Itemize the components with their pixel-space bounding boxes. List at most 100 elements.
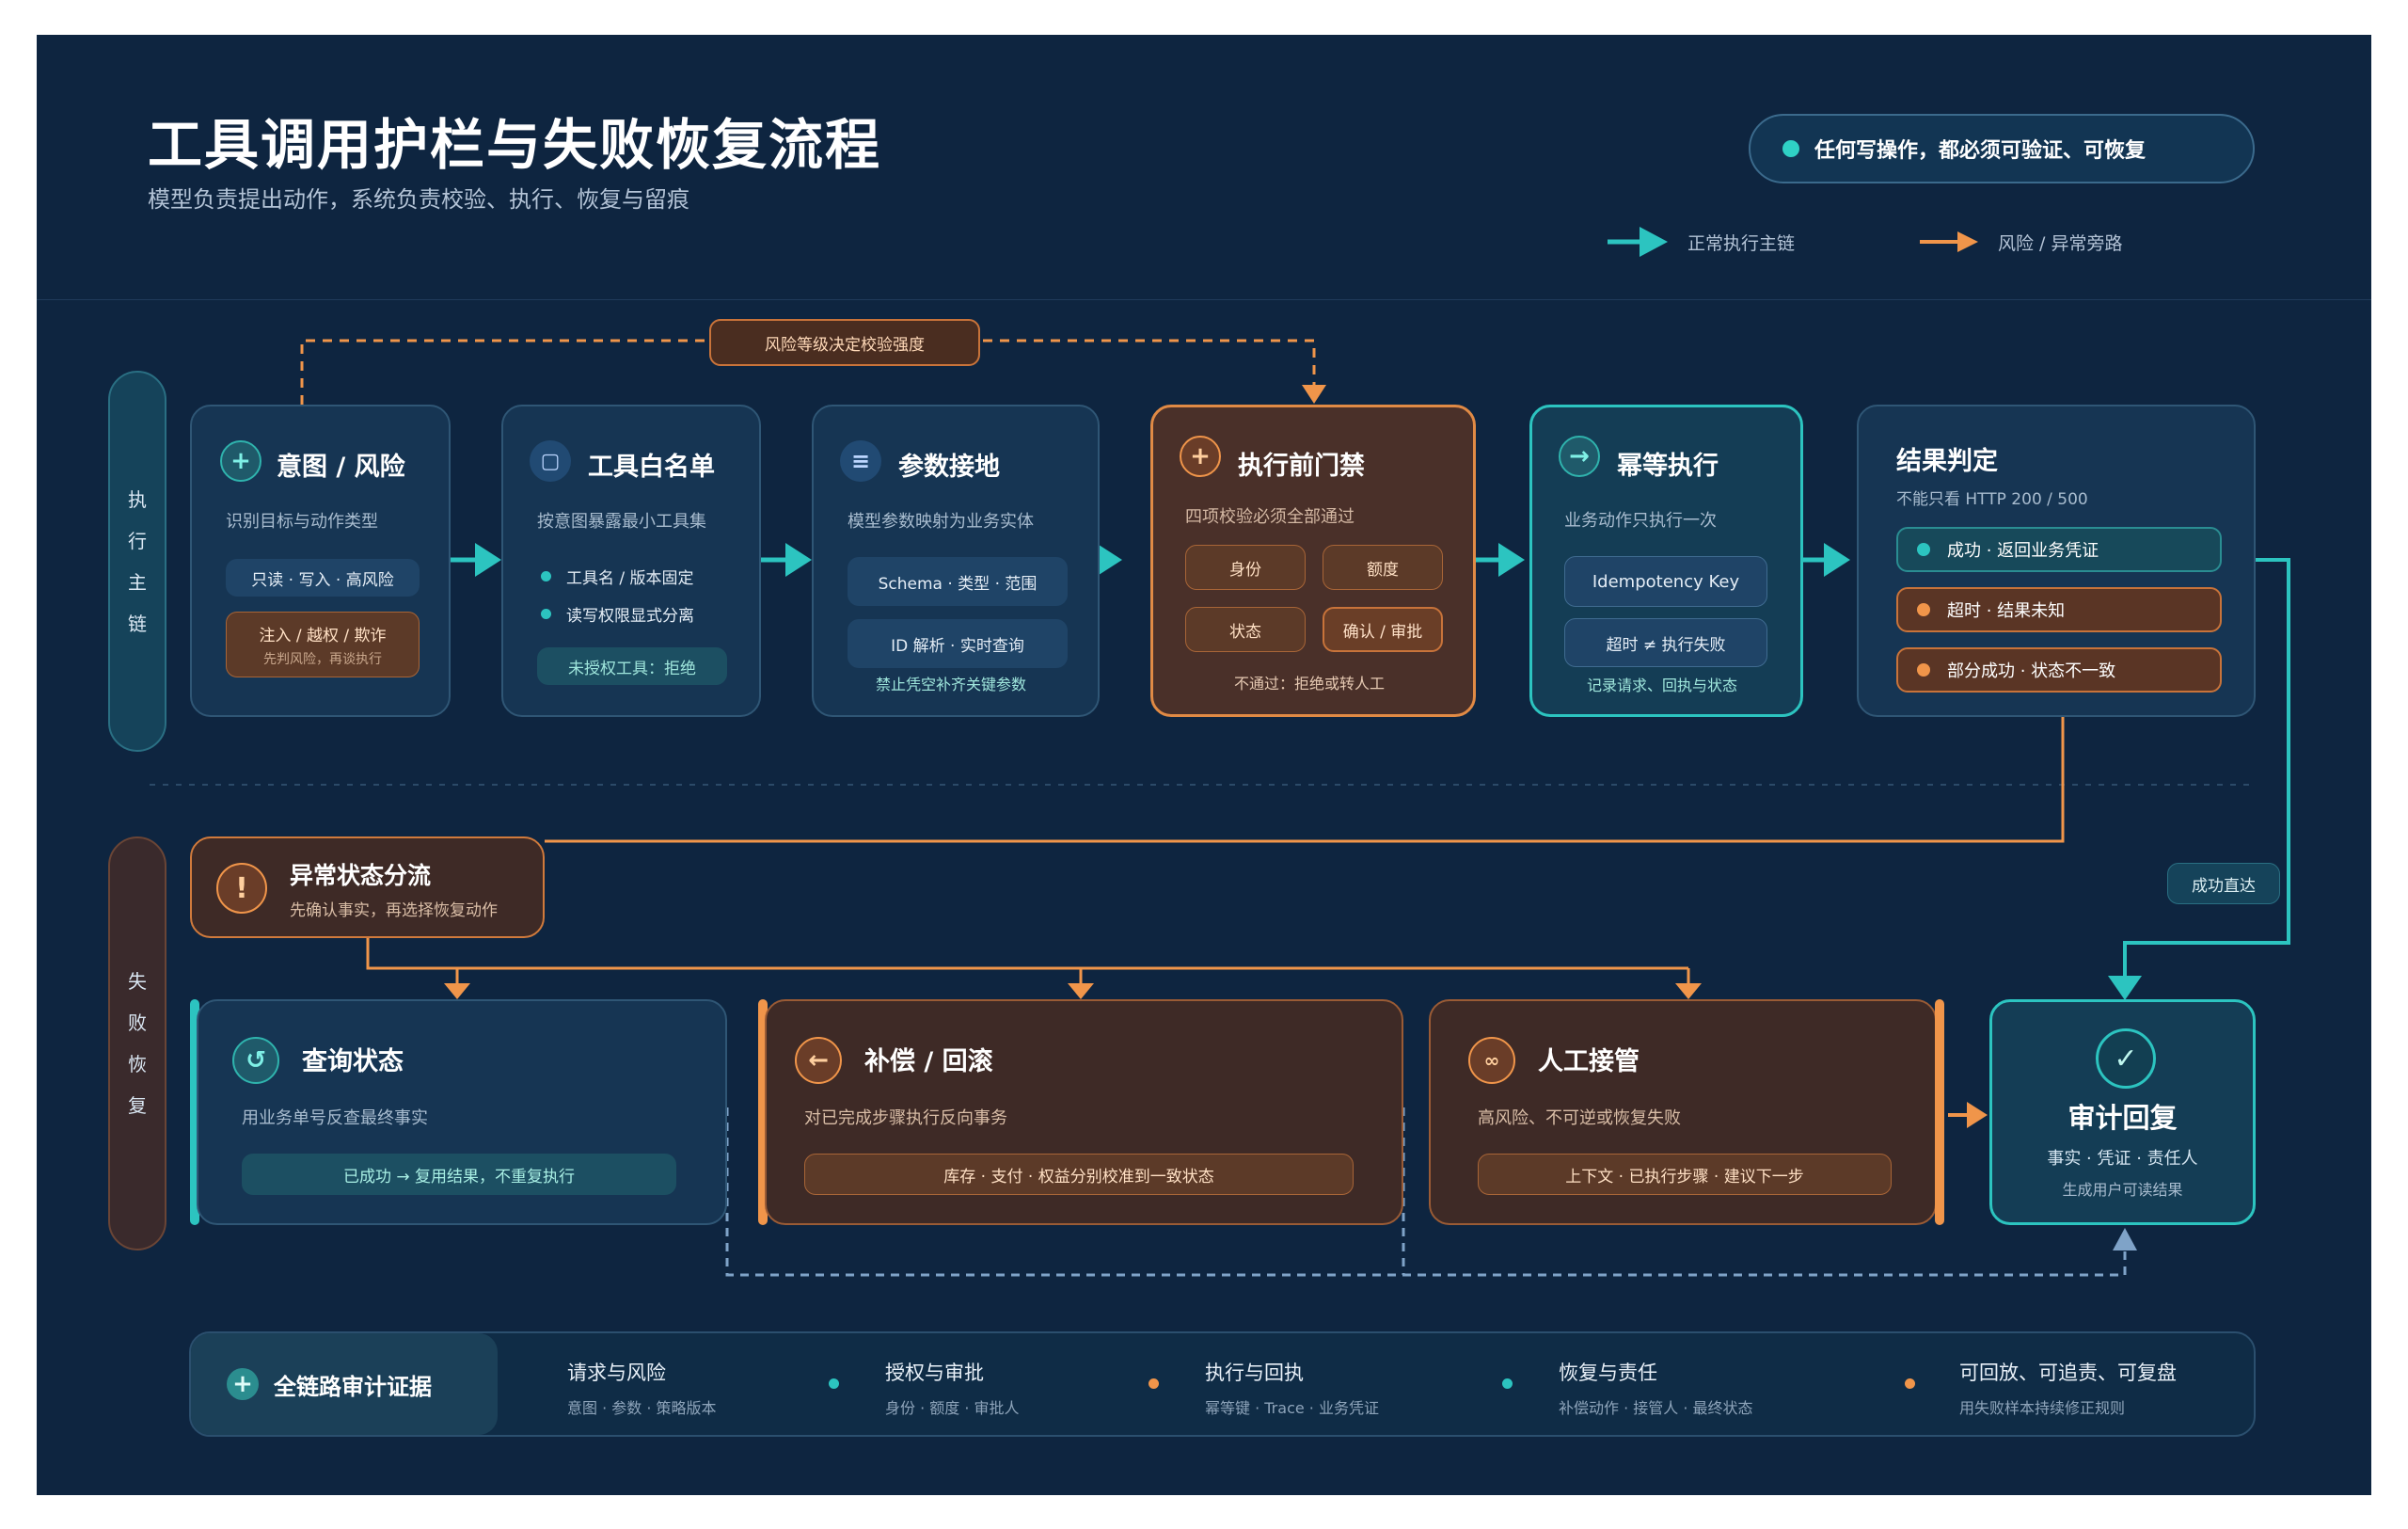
footer-dot [829,1378,839,1389]
diagram-canvas: 工具调用护栏与失败恢复流程 模型负责提出动作，系统负责校验、执行、恢复与留痕 任… [37,35,2371,1495]
card-title: 执行前门禁 [1238,452,1365,481]
plus-icon: + [220,440,261,482]
alert-icon: ! [216,863,267,914]
card-idempotent-exec[interactable]: → 幂等执行 业务动作只执行一次 Idempotency Key 超时 ≠ 执行… [1529,405,1803,717]
card-title: 人工接管 [1538,1047,1640,1076]
idempotent-note: 记录请求、回执与状态 [1587,677,1738,694]
audit-evidence-footer: + 全链路审计证据 请求与风险 意图 · 参数 · 策略版本 授权与审批 身份 … [189,1331,2256,1437]
check-quota: 额度 [1323,545,1443,590]
card-title: 补偿 / 回滚 [864,1047,993,1076]
gate-fail-note: 不通过：拒绝或转人工 [1234,675,1386,693]
band-main-char: 行 [128,529,147,552]
list-icon: ≡ [840,440,881,482]
query-result-chip: 已成功 → 复用结果，不重复执行 [242,1154,676,1195]
footer-col-sub: 意图 · 参数 · 策略版本 [567,1399,717,1417]
card-title: 工具白名单 [588,453,715,482]
result-partial-row: 部分成功 · 状态不一致 [1896,647,2222,693]
page-subtitle: 模型负责提出动作，系统负责校验、执行、恢复与留痕 [148,186,689,213]
card-audit-reply[interactable]: ✓ 审计回复 事实 · 凭证 · 责任人 生成用户可读结果 [1989,999,2256,1225]
arrow-left-icon: ← [795,1037,842,1084]
risk-level-note: 风险等级决定校验强度 [709,319,980,366]
whitelist-item: 工具名 / 版本固定 [541,565,694,588]
card-param-grounding[interactable]: ≡ 参数接地 模型参数映射为业务实体 Schema · 类型 · 范围 ID 解… [812,405,1100,717]
unauthorized-tool-chip: 未授权工具：拒绝 [537,647,727,685]
band-main-char: 链 [128,612,147,635]
card-subtitle: 识别目标与动作类型 [226,512,378,532]
footer-col-title: 请求与风险 [567,1362,666,1384]
card-compensate-rollback[interactable]: ← 补偿 / 回滚 对已完成步骤执行反向事务 库存 · 支付 · 权益分别校准到… [765,999,1403,1225]
card-title: 查询状态 [302,1047,404,1076]
action-type-chip: 只读 · 写入 · 高风险 [226,559,420,597]
band-failure-recovery: 失 败 恢 复 [108,836,166,1250]
card-title: 参数接地 [898,453,1000,482]
clipboard-icon: ▢ [530,440,571,482]
footer-col-title: 恢复与责任 [1559,1362,1657,1384]
card-subtitle: 业务动作只执行一次 [1564,511,1717,531]
check-icon: ✓ [2096,1028,2156,1089]
card-subtitle: 按意图暴露最小工具集 [537,512,706,532]
card-tool-whitelist[interactable]: ▢ 工具白名单 按意图暴露最小工具集 工具名 / 版本固定 读写权限显式分离 未… [501,405,761,717]
principle-text: 任何写操作，都必须可验证、可恢复 [1814,139,2147,163]
warning-subtext: 先判风险，再谈执行 [263,651,382,667]
card-title: 幂等执行 [1617,452,1719,481]
footer-col-title: 可回放、可追责、可复盘 [1959,1362,2177,1384]
connector-layer [150,339,2290,1277]
footer-dot [1149,1378,1159,1389]
card-exception-triage[interactable]: ! 异常状态分流 先确认事实，再选择恢复动作 [190,836,545,938]
card-subtitle: 不能只看 HTTP 200 / 500 [1896,490,2088,509]
page-title: 工具调用护栏与失败恢复流程 [148,113,882,177]
band-failure-char: 恢 [128,1053,147,1075]
principle-badge: 任何写操作，都必须可验证、可恢复 [1749,114,2255,183]
card-subtitle: 先确认事实，再选择恢复动作 [290,901,498,920]
warning-text: 注入 / 越权 / 欺诈 [259,626,387,645]
card-pre-exec-gate[interactable]: + 执行前门禁 四项校验必须全部通过 身份 额度 状态 确认 / 审批 不通过：… [1150,405,1476,717]
card-title: 审计回复 [2067,1102,2178,1134]
band-failure-char: 失 [128,970,147,993]
card-subtitle: 模型参数映射为业务实体 [848,512,1034,532]
id-resolve-chip: ID 解析 · 实时查询 [848,619,1068,668]
card-subtitle: 用业务单号反查最终事实 [242,1108,428,1128]
footer-dot [1502,1378,1513,1389]
card-human-takeover[interactable]: ∞ 人工接管 高风险、不可逆或恢复失败 上下文 · 已执行步骤 · 建议下一步 [1429,999,1937,1225]
history-icon: ↺ [232,1037,279,1084]
human-accent-bar [1935,999,1944,1225]
band-failure-char: 复 [128,1094,147,1117]
arrow-right-icon: → [1559,436,1600,477]
footer-title: 全链路审计证据 [274,1373,432,1400]
card-title: 异常状态分流 [290,862,432,889]
check-state: 状态 [1185,607,1306,652]
injection-warning: 注入 / 越权 / 欺诈 先判风险，再谈执行 [226,612,420,677]
header-divider [37,299,2371,300]
card-title: 结果判定 [1896,447,1998,476]
idempotency-key-chip: Idempotency Key [1564,556,1767,607]
teal-arrow-legend-icon [1608,227,1668,257]
compensate-accent-bar [758,999,768,1225]
band-main-chain: 执 行 主 链 [108,371,166,752]
audit-line-1: 事实 · 凭证 · 责任人 [2047,1149,2198,1169]
card-subtitle: 高风险、不可逆或恢复失败 [1478,1108,1681,1128]
band-main-char: 执 [128,487,147,511]
legend-risk-label: 风险 / 异常旁路 [1998,233,2123,254]
check-approval: 确认 / 审批 [1323,607,1443,652]
card-query-state[interactable]: ↺ 查询状态 用业务单号反查最终事实 已成功 → 复用结果，不重复执行 [197,999,727,1225]
card-result-judgement[interactable]: 结果判定 不能只看 HTTP 200 / 500 成功 · 返回业务凭证 超时 … [1857,405,2256,717]
handshake-icon: ∞ [1468,1037,1515,1084]
handover-context-chip: 上下文 · 已执行步骤 · 建议下一步 [1478,1154,1892,1195]
band-main-char: 主 [128,570,147,594]
footer-col-sub: 用失败样本持续修正规则 [1959,1399,2126,1417]
card-subtitle: 四项校验必须全部通过 [1185,507,1354,527]
footer-dot [1905,1378,1915,1389]
footer-col-title: 授权与审批 [885,1362,984,1384]
plus-icon: + [1180,436,1221,477]
result-success-row: 成功 · 返回业务凭证 [1896,527,2222,572]
band-failure-char: 败 [128,1011,147,1034]
orange-arrow-legend-icon [1920,231,1978,252]
card-subtitle: 对已完成步骤执行反向事务 [804,1108,1007,1128]
param-note: 禁止凭空补齐关键参数 [876,676,1027,693]
principle-dot-icon [1782,140,1799,157]
footer-col-title: 执行与回执 [1205,1362,1304,1384]
footer-col-sub: 补偿动作 · 接管人 · 最终状态 [1559,1399,1753,1417]
card-intent-risk[interactable]: + 意图 / 风险 识别目标与动作类型 只读 · 写入 · 高风险 注入 / 越… [190,405,451,717]
footer-heading: + 全链路审计证据 [191,1333,498,1435]
schema-chip: Schema · 类型 · 范围 [848,557,1068,606]
